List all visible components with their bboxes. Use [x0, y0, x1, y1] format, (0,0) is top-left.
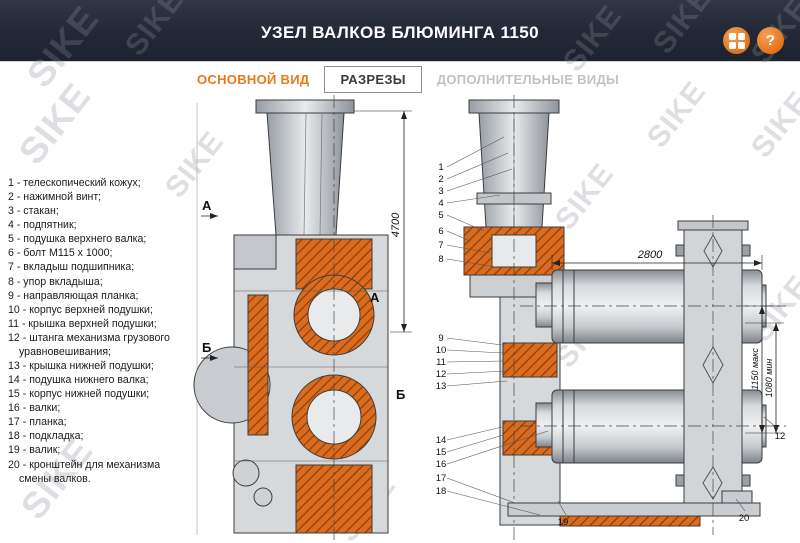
dimensions: 4700 2800 1150 макс 1080 мин — [354, 110, 784, 434]
callout: 10 — [436, 345, 447, 356]
section-label-b2: Б — [396, 387, 405, 402]
parts-list-item: 5 - подушка верхнего валка; — [8, 233, 147, 246]
parts-list-item: 6 - болт М115 х 1000; — [8, 247, 113, 260]
callout: 6 — [438, 226, 443, 237]
parts-list-item: 11 - крышка верхней подушки; — [8, 317, 157, 330]
help-button[interactable]: ? — [757, 27, 784, 54]
parts-list-item: 15 - корпус нижней подушки; — [8, 388, 150, 401]
callout: 3 — [438, 186, 443, 197]
dim-min: 1080 мин — [764, 359, 774, 398]
callout: 2 — [438, 174, 443, 185]
dim-roll-length: 2800 — [637, 249, 663, 261]
page-title: УЗЕЛ ВАЛКОВ БЛЮМИНГА 1150 — [260, 23, 539, 42]
tab-bar: ОСНОВНОЙ ВИД РАЗРЕЗЫ ДОПОЛНИТЕЛЬНЫЕ ВИДЫ — [0, 63, 800, 95]
callout: 19 — [558, 517, 569, 528]
technical-drawing: 4700 2800 1150 макс 1080 мин А Б А — [193, 95, 786, 541]
callout: 18 — [436, 486, 447, 497]
parts-list-item: 17 - планка; — [8, 416, 67, 429]
section-label-a: А — [202, 198, 212, 213]
callout: 17 — [436, 473, 447, 484]
section-labels: А Б А Б — [201, 198, 405, 402]
callout: 5 — [438, 210, 443, 221]
parts-list-item: 12 - штанга механизма грузового уравнове… — [8, 331, 170, 358]
callout: 12 — [436, 369, 447, 380]
parts-list-item: 4 - подпятник; — [8, 219, 77, 232]
callout: 15 — [436, 447, 447, 458]
apps-button[interactable] — [723, 27, 750, 54]
left-section-view — [193, 95, 389, 541]
tab-additional-views[interactable]: ДОПОЛНИТЕЛЬНЫЕ ВИДЫ — [436, 71, 620, 87]
parts-list: 1 - телескопический кожух; 2 - нажимной … — [8, 176, 194, 486]
callout: 20 — [739, 513, 750, 524]
parts-list-item: 16 - валки; — [8, 402, 61, 415]
header: УЗЕЛ ВАЛКОВ БЛЮМИНГА 1150 — [0, 0, 800, 62]
callout: 7 — [438, 240, 443, 251]
middle-section-view — [463, 95, 565, 541]
parts-list-item: 19 - валик; — [8, 444, 61, 457]
callout: 13 — [436, 381, 447, 392]
parts-list-item: 18 - подкладка; — [8, 430, 84, 443]
part-callouts: 1 2 3 4 5 6 7 8 9 10 11 12 13 14 15 16 1… — [436, 136, 786, 528]
parts-list-item: 9 - направляющая планка; — [8, 289, 139, 302]
parts-list-item: 13 - крышка нижней подушки; — [8, 360, 154, 373]
callout: 11 — [436, 357, 446, 368]
callout: 12 — [775, 431, 786, 442]
parts-list-item: 3 - стакан; — [8, 205, 59, 218]
parts-list-item: 14 - подушка нижнего валка; — [8, 374, 149, 387]
parts-list-item: 8 - упор вкладыша; — [8, 275, 103, 288]
callout: 14 — [436, 435, 447, 446]
grid-icon — [728, 32, 745, 49]
parts-list-item: 2 - нажимной винт; — [8, 191, 102, 204]
callout: 9 — [438, 333, 443, 344]
dim-total-height: 4700 — [390, 212, 402, 237]
side-view — [507, 215, 786, 535]
parts-list-item: 20 - кронштейн для механизма смены валко… — [8, 458, 161, 485]
callout: 8 — [438, 254, 443, 265]
section-label-b: Б — [202, 340, 211, 355]
tab-main-view[interactable]: ОСНОВНОЙ ВИД — [197, 71, 310, 87]
callout: 1 — [438, 162, 443, 173]
header-buttons: ? — [723, 27, 784, 54]
parts-list-item: 10 - корпус верхней подушки; — [8, 303, 153, 316]
dim-max: 1150 макс — [750, 348, 760, 390]
tab-sections[interactable]: РАЗРЕЗЫ — [324, 65, 422, 93]
section-label-a2: А — [370, 290, 380, 305]
parts-list-item: 7 - вкладыш подшипника; — [8, 261, 135, 274]
callout: 16 — [436, 459, 447, 470]
callout: 4 — [438, 198, 443, 209]
parts-list-item: 1 - телескопический кожух; — [8, 177, 141, 189]
